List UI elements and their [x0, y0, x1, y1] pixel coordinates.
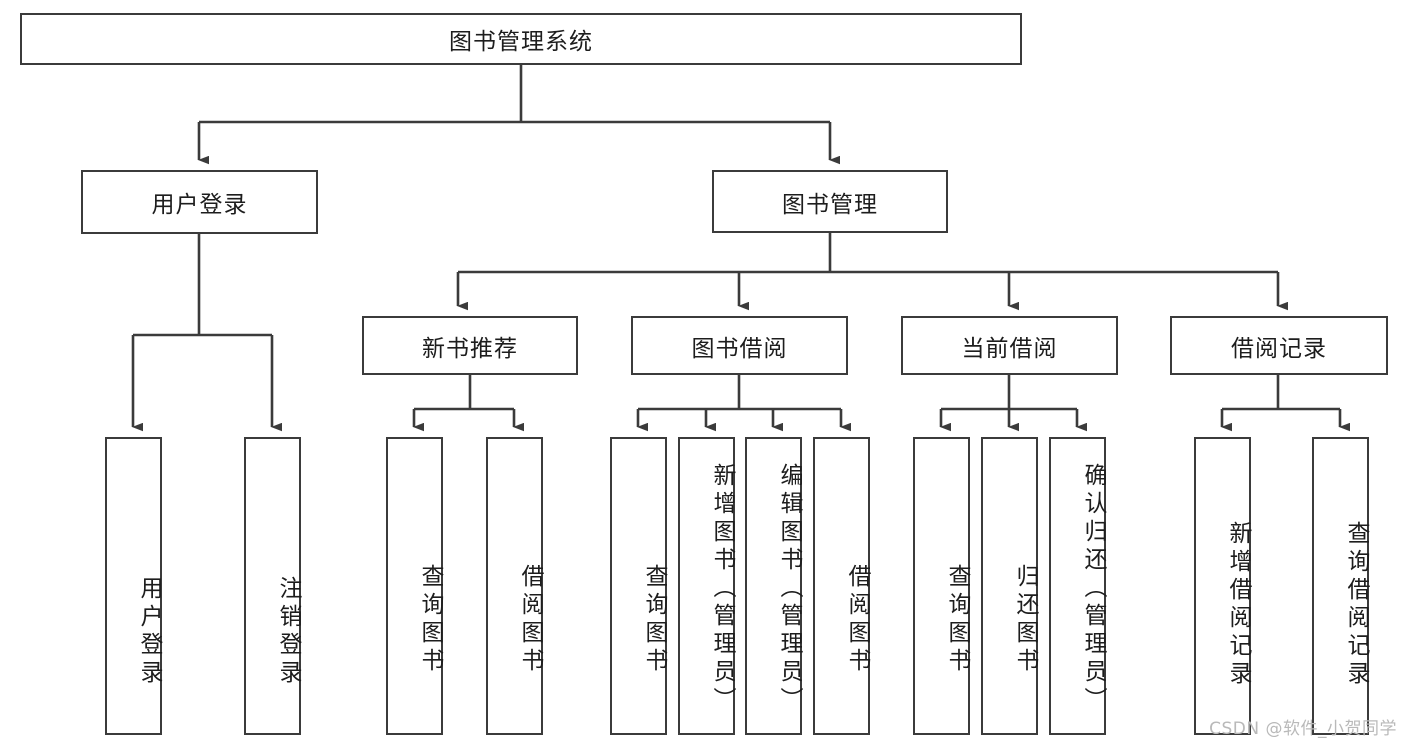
- leaf-bb-add-book-admin[interactable]: 新增图书（管理员）: [678, 437, 735, 735]
- leaf-user-login[interactable]: 用户登录: [105, 437, 162, 735]
- node-label: 确认归还（管理员）: [1080, 463, 1106, 715]
- node-label: 新增借阅记录: [1225, 521, 1251, 689]
- node-label: 查询借阅记录: [1343, 521, 1369, 689]
- leaf-cb-query-book[interactable]: 查询图书: [913, 437, 970, 735]
- node-label: 编辑图书（管理员）: [776, 463, 802, 715]
- node-label: 查询图书: [944, 564, 970, 676]
- node-borrow-record[interactable]: 借阅记录: [1170, 316, 1388, 375]
- node-current-borrow[interactable]: 当前借阅: [901, 316, 1118, 375]
- node-label: 借阅记录: [1231, 335, 1327, 362]
- node-label: 借阅图书: [517, 564, 543, 676]
- node-label: 图书管理: [782, 191, 878, 218]
- leaf-bb-edit-book-admin[interactable]: 编辑图书（管理员）: [745, 437, 802, 735]
- node-book-management[interactable]: 图书管理: [712, 170, 948, 233]
- leaf-nb-borrow-book[interactable]: 借阅图书: [486, 437, 543, 735]
- node-label: 图书管理系统: [449, 29, 593, 55]
- node-label: 用户登录: [151, 192, 248, 218]
- leaf-bb-borrow-book[interactable]: 借阅图书: [813, 437, 870, 735]
- node-new-book-recommend[interactable]: 新书推荐: [362, 316, 578, 375]
- node-user-login[interactable]: 用户登录: [81, 170, 318, 234]
- leaf-br-query-record[interactable]: 查询借阅记录: [1312, 437, 1369, 735]
- node-label: 新增图书（管理员）: [709, 463, 735, 715]
- node-book-borrow[interactable]: 图书借阅: [631, 316, 848, 375]
- node-label: 当前借阅: [961, 335, 1058, 362]
- node-label: 新书推荐: [422, 335, 518, 362]
- leaf-nb-query-book[interactable]: 查询图书: [386, 437, 443, 735]
- leaf-br-add-record[interactable]: 新增借阅记录: [1194, 437, 1251, 735]
- node-label: 用户登录: [136, 576, 162, 688]
- node-label: 图书借阅: [691, 335, 788, 362]
- leaf-bb-query-book[interactable]: 查询图书: [610, 437, 667, 735]
- node-label: 查询图书: [641, 564, 667, 676]
- leaf-logout[interactable]: 注销登录: [244, 437, 301, 735]
- node-label: 注销登录: [275, 576, 301, 688]
- node-label: 借阅图书: [844, 564, 870, 676]
- csdn-watermark: CSDN @软件_小贺同学: [1209, 719, 1397, 739]
- leaf-cb-confirm-return-admin[interactable]: 确认归还（管理员）: [1049, 437, 1106, 735]
- node-root-book-management-system[interactable]: 图书管理系统: [20, 13, 1022, 65]
- node-label: 归还图书: [1012, 564, 1038, 676]
- leaf-cb-return-book[interactable]: 归还图书: [981, 437, 1038, 735]
- node-label: 查询图书: [417, 564, 443, 676]
